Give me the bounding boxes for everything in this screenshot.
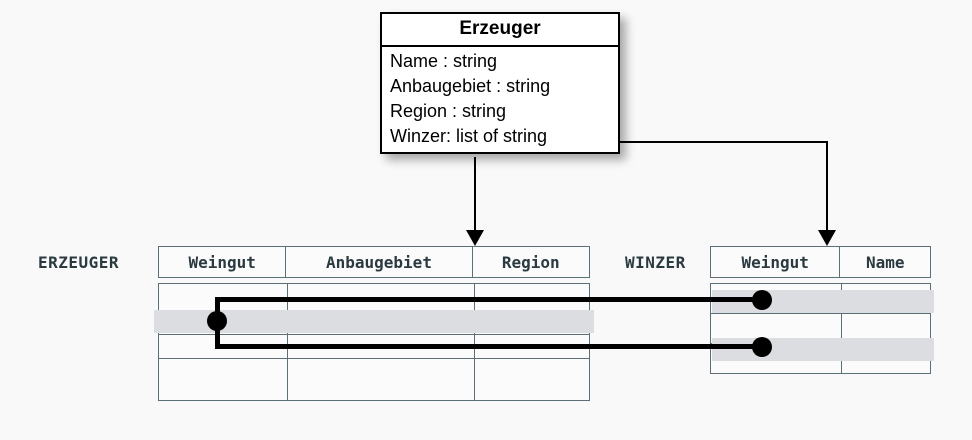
winzer-row-divider-1 <box>711 313 930 314</box>
winzer-table-label: WINZER <box>625 253 686 272</box>
uml-attribute-region: Region : string <box>390 100 507 121</box>
winzer-row-link-dot-2 <box>752 337 772 357</box>
erzeuger-column-anbaugebiet: Anbaugebiet <box>286 247 473 277</box>
uml-attribute-name: Name : string <box>390 50 498 71</box>
uml-class-box: Erzeuger Name : string Anbaugebiet : str… <box>380 12 620 154</box>
winzer-column-name: Name <box>865 252 905 272</box>
row-link-lower-vertical <box>215 321 220 349</box>
erzeuger-column-divider-1 <box>287 284 288 400</box>
erzeuger-row-link-dot <box>207 311 227 331</box>
arrowhead-erzeuger <box>466 230 484 246</box>
winzer-column-weingut: Weingut <box>711 247 841 277</box>
winzer-table-header: Weingut Name <box>710 246 931 278</box>
winzer-highlighted-row-2 <box>712 338 934 361</box>
erzeuger-highlighted-row <box>154 310 594 333</box>
row-link-upper-horizontal <box>215 297 763 302</box>
erzeuger-table-header: Weingut Anbaugebiet Region <box>158 246 590 278</box>
uml-attribute-winzer: Winzer: list of string <box>390 125 548 146</box>
erzeuger-table-label: ERZEUGER <box>38 253 120 272</box>
connector-class-to-erzeuger-vertical <box>474 157 476 233</box>
erzeuger-column-weingut: Weingut <box>159 247 287 277</box>
uml-attribute-anbaugebiet: Anbaugebiet : string <box>390 75 551 96</box>
connector-winzer-vertical <box>826 141 828 233</box>
winzer-column-divider-1 <box>841 284 842 373</box>
erzeuger-column-divider-2 <box>474 284 475 400</box>
row-link-lower-horizontal <box>215 344 763 349</box>
erzeuger-row-divider-2 <box>159 334 589 335</box>
connector-winzer-horizontal <box>600 141 828 143</box>
row-link-upper-vertical <box>215 297 220 324</box>
uml-attribute-list: Name : string Anbaugebiet : string Regio… <box>382 47 618 152</box>
erzeuger-column-region: Region <box>501 252 560 272</box>
winzer-row-link-dot-1 <box>752 290 772 310</box>
uml-class-name: Erzeuger <box>382 14 618 47</box>
arrowhead-winzer <box>818 230 836 246</box>
erzeuger-row-divider-3 <box>159 358 589 359</box>
